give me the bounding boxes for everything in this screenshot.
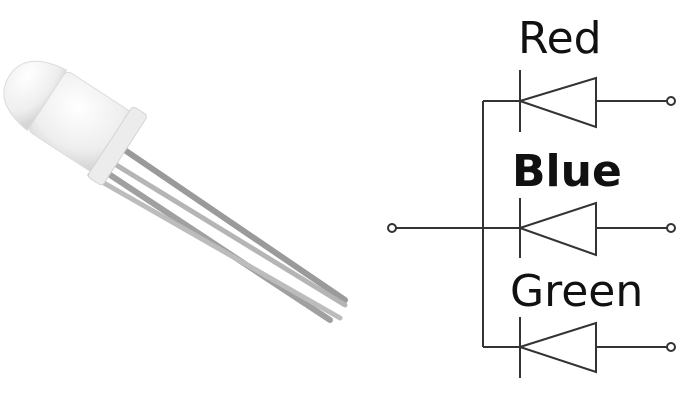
- label-blue: Blue: [512, 146, 622, 197]
- green-terminal: [666, 342, 676, 352]
- led-leads: [87, 137, 348, 323]
- schematic: [387, 70, 676, 378]
- led-photo: [3, 60, 348, 323]
- common-terminal: [387, 223, 397, 233]
- blue-terminal: [666, 223, 676, 233]
- diode-green: [483, 317, 676, 378]
- led-body: [3, 60, 147, 186]
- red-terminal: [666, 96, 676, 106]
- diode-red: [483, 70, 676, 132]
- label-green: Green: [510, 266, 643, 317]
- label-red: Red: [518, 13, 602, 64]
- diode-blue: [516, 198, 676, 258]
